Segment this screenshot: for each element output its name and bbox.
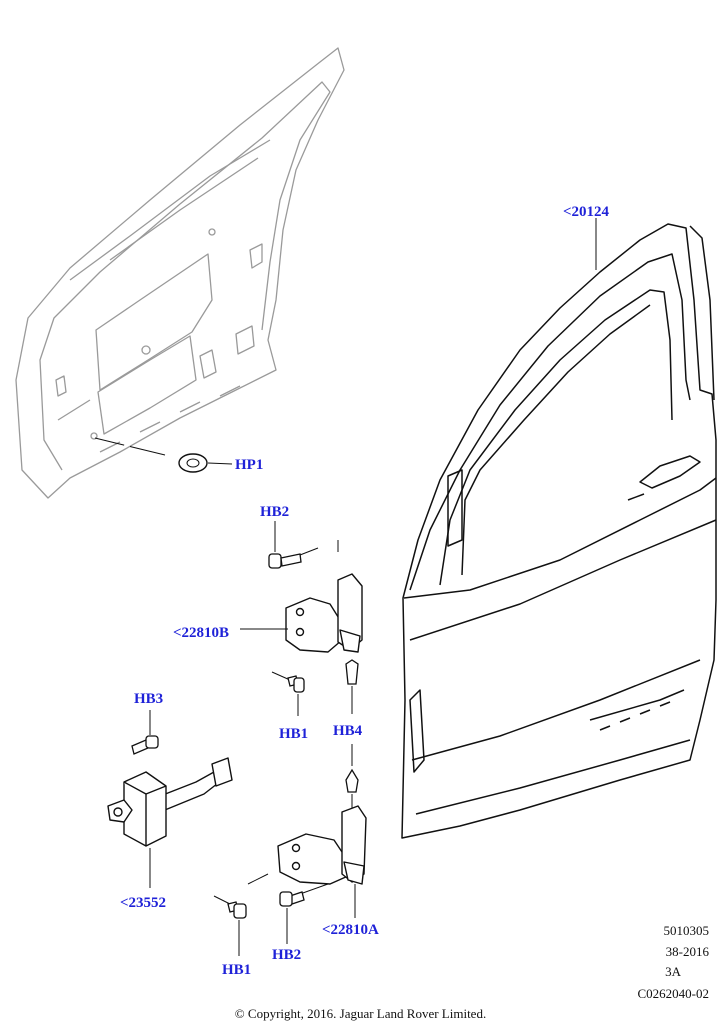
- bolt-hb4-part: [345, 659, 359, 810]
- callout-door-shell[interactable]: <20124: [563, 204, 610, 220]
- hole-plug-part: [178, 453, 233, 473]
- callout-bolt-hb1-lower[interactable]: HB1: [222, 962, 252, 978]
- door-check-part: [107, 757, 233, 888]
- lower-hinge-part: [277, 805, 367, 918]
- inner-door-frame-ghost: [15, 47, 345, 499]
- front-door-shell: [401, 223, 717, 839]
- bolt-hb1-lower-part: [213, 895, 247, 956]
- reference-code-2: 38-2016: [665, 944, 709, 959]
- callout-bolt-hb2-top[interactable]: HB2: [260, 504, 290, 520]
- callout-hole-plug[interactable]: HP1: [235, 457, 264, 473]
- upper-hinge-part: [240, 573, 363, 653]
- callout-bolt-hb3[interactable]: HB3: [134, 691, 164, 707]
- callout-bolt-hb4[interactable]: HB4: [333, 723, 363, 739]
- callout-bolt-hb1-upper[interactable]: HB1: [279, 726, 309, 742]
- plug-leader-line: [94, 437, 166, 456]
- callout-door-check[interactable]: <23552: [120, 895, 167, 911]
- reference-code-4: C0262040-02: [637, 986, 710, 1001]
- callout-lower-hinge[interactable]: <22810A: [322, 922, 379, 938]
- callout-upper-hinge[interactable]: <22810B: [173, 625, 230, 641]
- bolt-hb2-bottom-part: [247, 873, 329, 944]
- bolt-hb3-part: [131, 710, 159, 755]
- copyright-notice: © Copyright, 2016. Jaguar Land Rover Lim…: [234, 1006, 487, 1021]
- reference-code-3: 3A: [665, 964, 681, 979]
- bolt-hb1-upper-part: [271, 671, 305, 716]
- reference-code-1: 5010305: [663, 923, 710, 938]
- bolt-hb2-top-part: [268, 521, 339, 569]
- callout-bolt-hb2-bottom[interactable]: HB2: [272, 947, 302, 963]
